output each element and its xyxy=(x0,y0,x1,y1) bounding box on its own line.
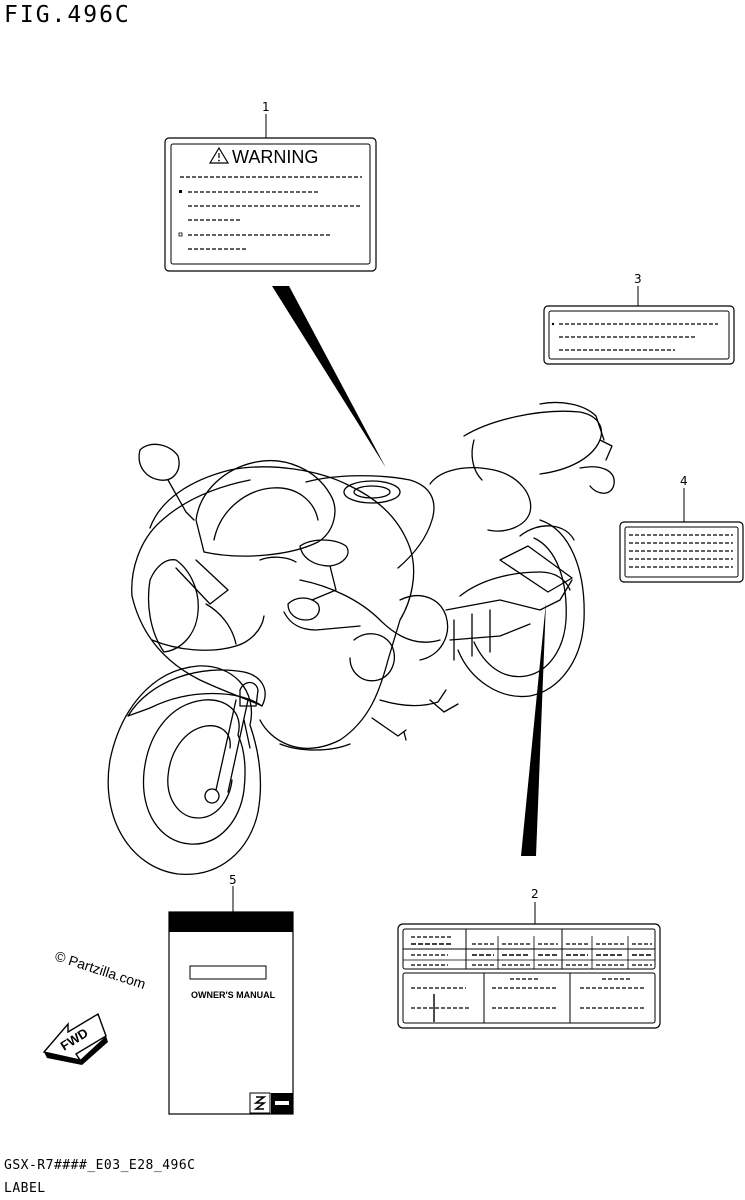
leader-label-1 xyxy=(272,286,386,468)
callout-2: 2 xyxy=(531,887,539,901)
partzilla-watermark: © Partzilla.com xyxy=(53,948,148,992)
section-label: LABEL xyxy=(4,1181,46,1196)
callout-3: 3 xyxy=(634,272,642,286)
figure-code: GSX-R7####_E03_E28_496C xyxy=(4,1158,196,1173)
label-part-3[interactable]: 3 xyxy=(543,272,735,365)
callout-4: 4 xyxy=(680,474,688,488)
figure-title: FIG.496C xyxy=(4,2,131,28)
motorcycle-illustration xyxy=(107,401,615,875)
suzuki-logo-icon xyxy=(249,1092,293,1114)
warning-label-part-1[interactable]: 1 WARNING xyxy=(164,100,377,272)
owners-manual-part-5[interactable]: 5 OWNER'S MANUAL xyxy=(168,873,294,1115)
manual-title: OWNER'S MANUAL xyxy=(191,990,276,1000)
warning-triangle-icon xyxy=(208,146,230,164)
callout-5: 5 xyxy=(229,873,237,887)
label-part-4[interactable]: 4 xyxy=(619,474,744,583)
warning-heading: WARNING xyxy=(232,147,318,167)
callout-1: 1 xyxy=(262,100,270,114)
label-part-2[interactable]: 2 xyxy=(397,887,661,1029)
fwd-arrow-icon: FWD xyxy=(42,1012,108,1065)
leader-label-2 xyxy=(521,602,546,856)
